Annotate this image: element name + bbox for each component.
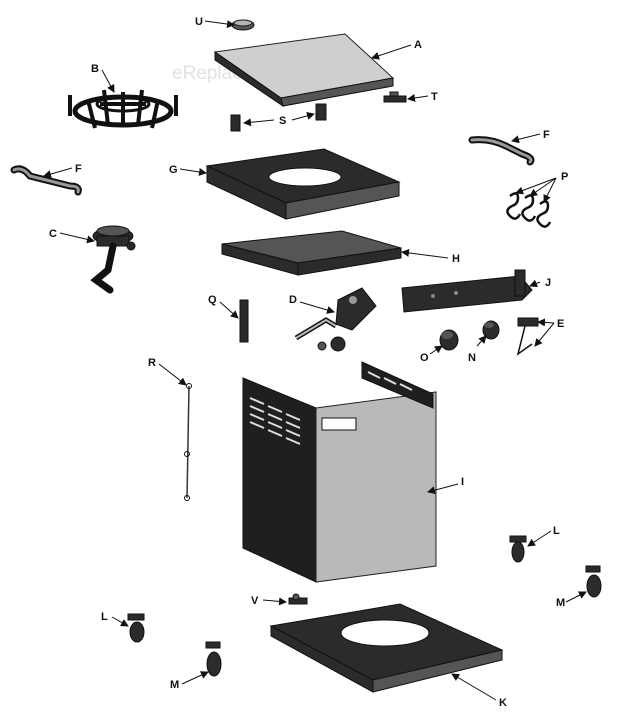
label-l-left: L [101,611,108,623]
part-b-grate [68,89,178,129]
part-j-control-panel [401,269,533,313]
label-o: O [420,352,429,364]
part-i-cabinet [242,361,437,583]
label-h: H [452,253,460,265]
label-d: D [289,294,297,306]
label-m-left: M [170,679,179,691]
part-o-knob [439,329,459,351]
part-f-handle-right [468,136,535,166]
part-e-igniter [516,317,539,356]
part-g-firebox-top [205,148,401,220]
label-f-right: F [543,129,550,141]
callout-labels: U A B T S F F G P C H J Q D E O N R I L … [49,16,568,709]
label-v: V [251,595,259,607]
part-h-heat-shield [221,230,402,276]
part-l-caster-left [127,613,145,643]
label-m-right: M [556,597,565,609]
part-p-s-hooks [506,192,552,228]
label-u: U [195,16,203,28]
label-a: A [414,39,422,51]
label-r: R [148,357,156,369]
label-s: S [279,115,286,127]
label-g: G [169,164,178,176]
part-l-caster-right [509,535,527,563]
label-t: T [431,91,438,103]
part-k-base [269,603,504,693]
leader-lines [43,20,587,701]
part-m-caster-right [585,565,602,598]
part-a-lid [213,33,395,108]
part-v-fitting [288,593,308,605]
part-f-handle-left [10,165,82,196]
label-k: K [499,697,507,709]
label-l-right: L [553,525,560,537]
part-c-burner [90,225,136,294]
label-b: B [91,63,99,75]
label-i: I [461,476,464,488]
part-q-bracket [239,299,249,343]
part-n-knob [482,320,500,340]
part-t-bracket [383,91,407,103]
part-m-caster-left [205,641,222,677]
label-p: P [561,171,568,183]
part-r-wire [184,383,192,501]
label-e: E [557,318,564,330]
label-n: N [468,352,476,364]
part-u-cap [231,19,255,31]
label-f-left: F [75,163,82,175]
part-s-clips [230,103,327,132]
label-j: J [545,277,551,289]
part-d-valve-assembly [294,287,377,352]
label-q: Q [208,294,217,306]
label-c: C [49,228,57,240]
